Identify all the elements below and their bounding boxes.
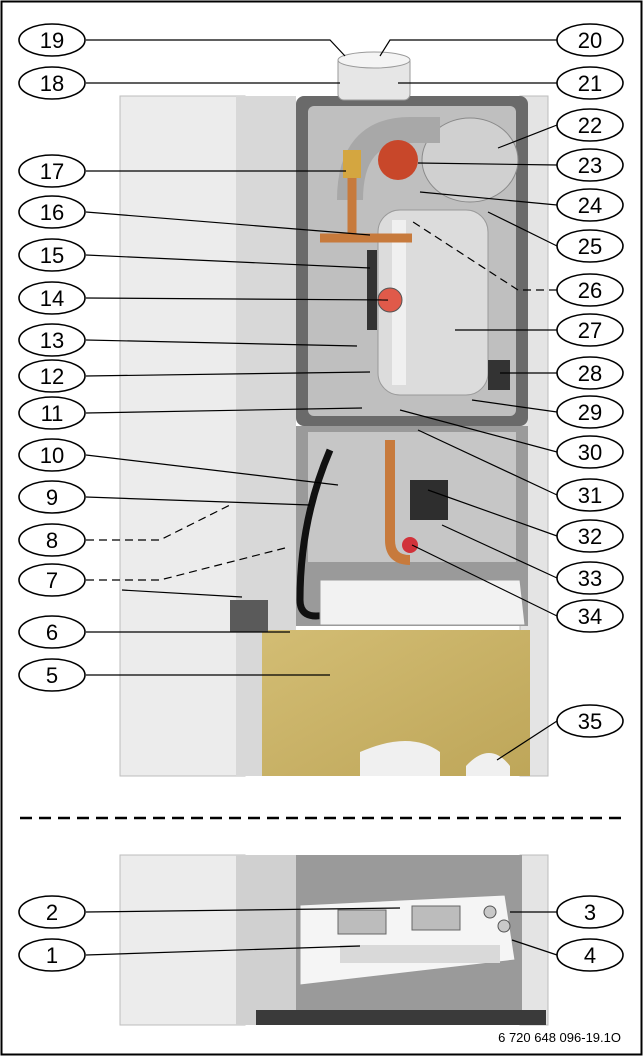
svg-text:13: 13 [40,328,64,353]
callout-22: 22 [556,108,624,142]
callout-17: 17 [18,154,86,188]
svg-text:30: 30 [578,440,602,465]
boiler-illustration-lower [119,854,549,1026]
svg-text:31: 31 [578,483,602,508]
callout-12: 12 [18,359,86,393]
svg-text:18: 18 [40,71,64,96]
svg-text:10: 10 [40,443,64,468]
svg-text:17: 17 [40,159,64,184]
svg-text:29: 29 [578,400,602,425]
callout-19: 19 [18,23,86,57]
callout-2: 2 [18,895,86,929]
svg-text:8: 8 [46,528,58,553]
svg-text:28: 28 [578,361,602,386]
svg-text:20: 20 [578,28,602,53]
callout-26: 26 [556,273,624,307]
svg-text:4: 4 [584,943,596,968]
callout-6: 6 [18,615,86,649]
callout-3: 3 [556,895,624,929]
callout-15: 15 [18,238,86,272]
figure-code: 6 720 648 096-19.1O [498,1030,621,1045]
svg-text:21: 21 [578,71,602,96]
svg-text:32: 32 [578,524,602,549]
callout-13: 13 [18,323,86,357]
svg-text:26: 26 [578,278,602,303]
callout-18: 18 [18,66,86,100]
svg-text:7: 7 [46,568,58,593]
callout-1: 1 [18,938,86,972]
boiler-illustration-upper [119,51,549,777]
svg-text:22: 22 [578,113,602,138]
svg-text:2: 2 [46,900,58,925]
svg-text:12: 12 [40,364,64,389]
svg-text:23: 23 [578,153,602,178]
callout-14: 14 [18,281,86,315]
callout-24: 24 [556,188,624,222]
leader-lines [85,39,558,956]
svg-text:5: 5 [46,663,58,688]
svg-text:14: 14 [40,286,64,311]
callout-34: 34 [556,599,624,633]
callout-33: 33 [556,561,624,595]
svg-text:33: 33 [578,566,602,591]
callout-21: 21 [556,66,624,100]
svg-text:3: 3 [584,900,596,925]
callout-35: 35 [556,704,624,738]
svg-text:11: 11 [41,401,64,426]
callout-28: 28 [556,356,624,390]
callouts-left: 19 18 17 16 15 14 13 12 11 10 9 8 7 6 5 … [18,23,86,972]
callout-30: 30 [556,435,624,469]
callout-11: 11 [18,396,86,430]
callout-23: 23 [556,148,624,182]
svg-text:15: 15 [40,243,64,268]
svg-text:24: 24 [578,193,602,218]
svg-text:6: 6 [46,620,58,645]
svg-text:35: 35 [578,709,602,734]
svg-text:16: 16 [40,200,64,225]
callout-27: 27 [556,313,624,347]
callout-7: 7 [18,563,86,597]
svg-text:34: 34 [578,604,602,629]
svg-text:25: 25 [578,234,602,259]
callout-5: 5 [18,658,86,692]
callout-32: 32 [556,519,624,553]
callout-4: 4 [556,938,624,972]
callout-25: 25 [556,229,624,263]
callout-10: 10 [18,438,86,472]
callout-16: 16 [18,195,86,229]
svg-text:27: 27 [578,318,602,343]
callout-8: 8 [18,523,86,557]
svg-text:19: 19 [40,28,64,53]
callout-20: 20 [556,23,624,57]
callout-29: 29 [556,395,624,429]
callout-9: 9 [18,480,86,514]
callout-31: 31 [556,478,624,512]
callouts-right: 20 21 22 23 24 25 26 27 28 29 30 31 32 3… [556,23,624,972]
svg-text:1: 1 [46,943,58,968]
svg-text:9: 9 [46,485,58,510]
